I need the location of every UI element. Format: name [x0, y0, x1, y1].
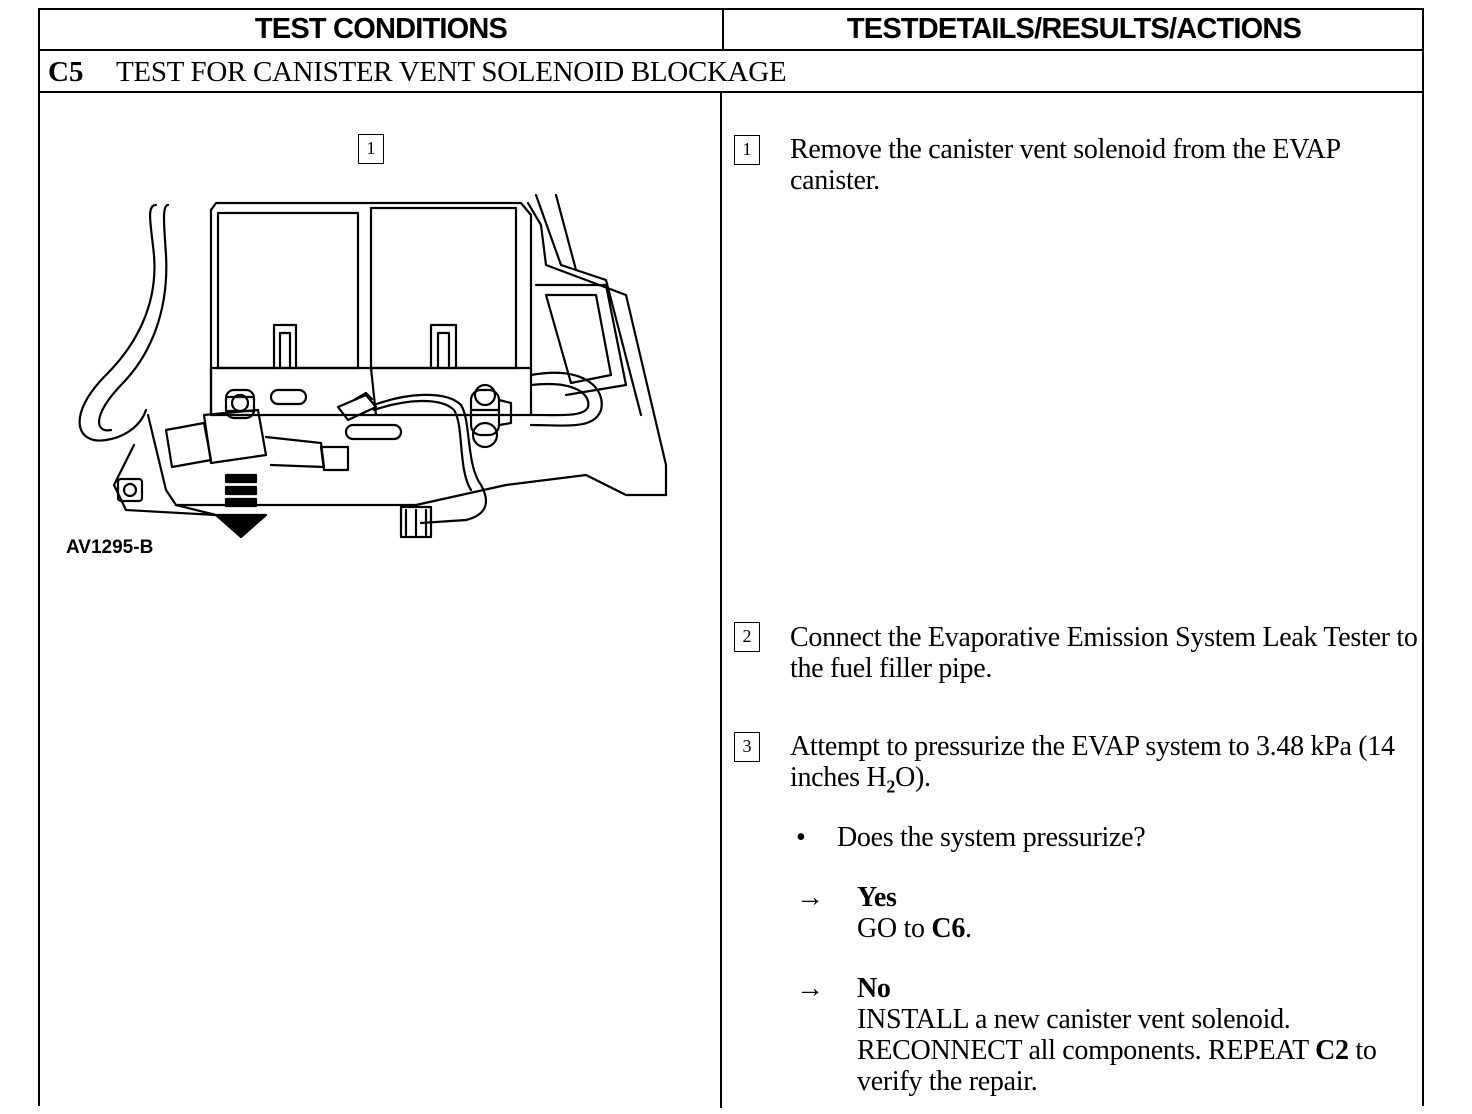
question-bullet: •: [796, 822, 806, 853]
frame-cutout: [534, 283, 628, 397]
arrow-dash-2: [224, 485, 258, 496]
bracket-bottom: [146, 413, 418, 507]
test-title-row: C5 TEST FOR CANISTER VENT SOLENOID BLOCK…: [40, 51, 1422, 93]
test-title: TEST FOR CANISTER VENT SOLENOID BLOCKAGE: [116, 56, 787, 88]
wire-terminal: [399, 505, 433, 539]
step-text-3: Attempt to pressurize the EVAP system to…: [790, 731, 1420, 803]
step-text-3-subscript: 2: [886, 776, 896, 797]
answer-yes-label: Yes: [857, 882, 897, 913]
header-test-conditions: TEST CONDITIONS: [254, 13, 508, 45]
answer-no-action: INSTALL a new canister vent solenoid. RE…: [857, 1004, 1377, 1097]
valve-right: [469, 388, 501, 437]
step-text-3-end: O).: [895, 762, 931, 793]
figure-step-number: 1: [358, 134, 384, 164]
frame-right-inner: [534, 193, 643, 417]
figure-label: AV1295-B: [66, 537, 154, 558]
frame-lower: [414, 473, 668, 507]
bracket-hole: [116, 477, 144, 503]
canister-chamber-left: [216, 211, 360, 370]
solenoid-port: [164, 421, 213, 469]
step-number-1: 1: [734, 135, 760, 165]
slot-right: [344, 423, 403, 441]
arrow-dash-3: [224, 497, 258, 508]
canister-vent-solenoid-illustration: [78, 193, 668, 539]
step-number-2: 2: [734, 622, 760, 652]
table-header: TEST CONDITIONS TESTDETAILS/RESULTS/ACTI…: [40, 10, 1422, 51]
step-text-2: Connect the Evaporative Emission System …: [790, 622, 1418, 684]
test-table: TEST CONDITIONS TESTDETAILS/RESULTS/ACTI…: [38, 8, 1424, 1108]
tube-right: [529, 371, 603, 427]
step-text-3-main: Attempt to pressurize the EVAP system to…: [790, 731, 1395, 793]
bracket-left: [112, 443, 218, 517]
hose-left: [78, 203, 158, 442]
hose-left-inner: [98, 203, 170, 432]
canister-top: [209, 201, 533, 372]
header-divider: [722, 10, 724, 51]
canister-chamber-right: [369, 206, 518, 370]
answer-yes: Yes GO to C6.: [857, 882, 1417, 944]
answer-no: No INSTALL a new canister vent solenoid.…: [857, 973, 1417, 1097]
answer-yes-ref: C6: [931, 913, 966, 944]
wire: [372, 393, 488, 525]
arrow-dash-1: [224, 473, 258, 484]
no-arrow-icon: →: [796, 973, 824, 1004]
tab-right: [429, 323, 458, 370]
frame-right-outer: [526, 201, 668, 497]
question-text: Does the system pressurize?: [837, 822, 1146, 853]
test-id: C5: [48, 56, 84, 88]
slot-left: [269, 388, 308, 406]
tab-left: [272, 323, 298, 370]
solenoid-connector: [264, 435, 326, 469]
answer-no-ref: C2: [1315, 1035, 1349, 1066]
header-test-details: TESTDETAILS/RESULTS/ACTIONS: [846, 13, 1302, 45]
step-number-3: 3: [734, 732, 760, 762]
yes-arrow-icon: →: [796, 882, 824, 913]
answer-yes-action: GO to C6.: [857, 913, 972, 944]
column-divider: [720, 93, 722, 1108]
removal-arrow-icon: [214, 513, 268, 539]
answer-no-label: No: [857, 973, 891, 1004]
step-text-1: Remove the canister vent solenoid from t…: [790, 134, 1340, 196]
solenoid-nipple: [224, 388, 256, 420]
bracket-hole-circle: [122, 482, 138, 498]
